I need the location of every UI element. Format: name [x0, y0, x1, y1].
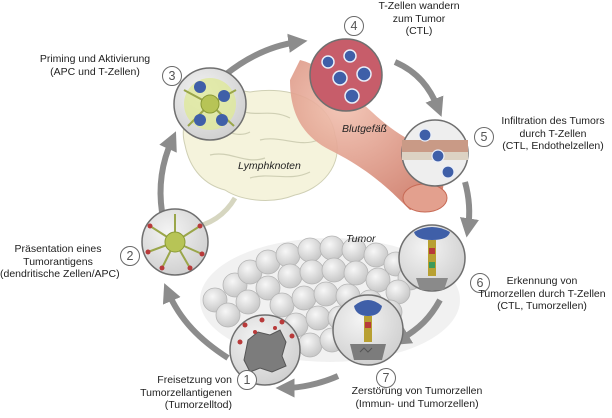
arrow-3-to-4 — [223, 33, 308, 78]
step-4-illustration — [309, 38, 383, 112]
step-6-illustration — [398, 224, 466, 292]
step-number-2: 2 — [120, 246, 140, 266]
step-label-2: Präsentation eines Tumorantigens (dendri… — [0, 243, 120, 280]
tumor-label: Tumor — [346, 233, 376, 245]
step-number-3: 3 — [162, 66, 182, 86]
step-number-6: 6 — [470, 273, 490, 293]
arrow-6-to-7 — [391, 298, 443, 345]
arrow-7-to-1 — [275, 373, 340, 398]
step-label-4: T-Zellen wandern zum Tumor (CTL) — [378, 0, 460, 37]
step-number-5: 5 — [474, 127, 494, 147]
cycle-arrows — [157, 33, 479, 398]
step-label-7: Zerstörung von Tumorzellen (Immun- und T… — [351, 385, 483, 410]
arrow-4-to-5 — [393, 59, 444, 117]
arrow-5-to-6 — [459, 181, 479, 238]
blood-vessel-label: Blutgefäß — [342, 123, 387, 135]
step-label-6: Erkennung von Tumorzellen durch T-Zellen… — [478, 275, 606, 312]
step-1-illustration — [229, 314, 301, 386]
lymph-node-label: Lymphknoten — [238, 160, 301, 172]
step-5-illustration — [401, 119, 469, 187]
arrow-1-to-2 — [162, 283, 230, 361]
step-label-3: Priming und Aktivierung (APC und T-Zelle… — [39, 53, 151, 78]
step-3-illustration — [173, 67, 247, 141]
step-number-7: 7 — [376, 368, 396, 388]
arrow-2-to-3 — [157, 131, 177, 213]
step-7-illustration — [332, 294, 404, 366]
step-2-illustration — [141, 208, 209, 276]
step-label-5: Infiltration des Tumors durch T-Zellen (… — [501, 115, 605, 152]
step-number-1: 1 — [237, 370, 257, 390]
step-label-1: Freisetzung von Tumorzellantigenen (Tumo… — [140, 374, 232, 411]
step-number-4: 4 — [344, 16, 364, 36]
